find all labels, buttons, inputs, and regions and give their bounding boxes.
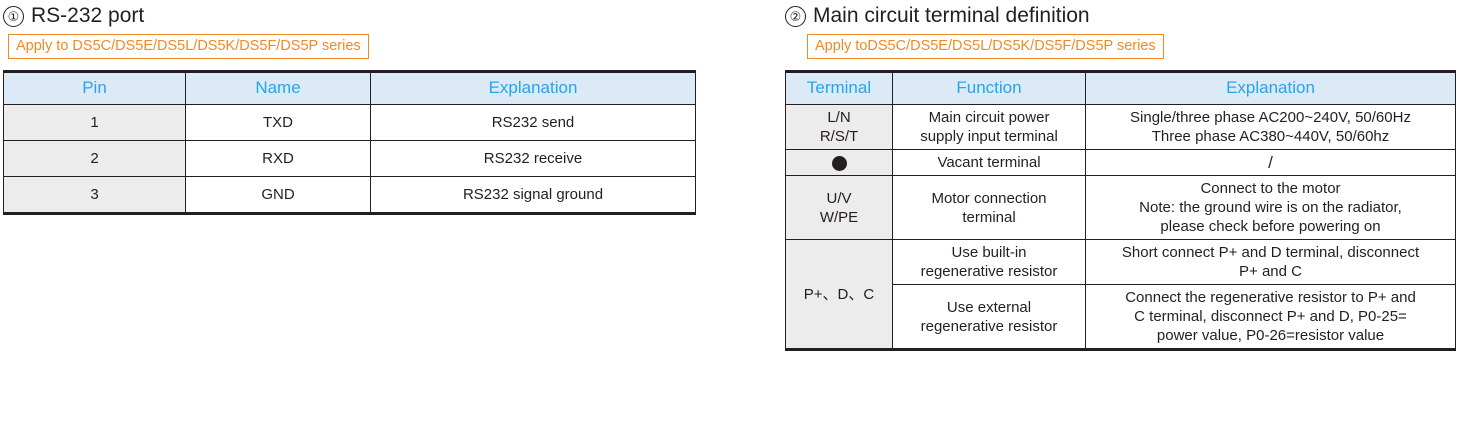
table-row: L/N R/S/T Main circuit power supply inpu… xyxy=(785,104,1456,150)
cell-explanation: RS232 send xyxy=(370,104,696,141)
apply-badge-main-circuit: Apply toDS5C/DS5E/DS5L/DS5K/DS5F/DS5P se… xyxy=(807,34,1164,59)
cell-explanation: Connect to the motor Note: the ground wi… xyxy=(1085,175,1456,240)
cell-name: TXD xyxy=(185,104,371,141)
terminal-line-1: U/V xyxy=(826,189,852,207)
section-rs232-port: ① RS-232 port Apply to DS5C/DS5E/DS5L/DS… xyxy=(3,0,743,215)
table-row: 3 GND RS232 signal ground xyxy=(3,176,696,214)
filled-circle-icon xyxy=(831,155,847,171)
section-main-circuit-terminal: ② Main circuit terminal definition Apply… xyxy=(785,0,1475,351)
explanation-line-2: Three phase AC380~440V, 50/60hz xyxy=(1151,128,1390,145)
cell-explanation: Connect the regenerative resistor to P+ … xyxy=(1085,284,1456,350)
terminal-line-2: W/PE xyxy=(819,208,859,226)
rs232-pinout-table: Pin Name Explanation 1 TXD RS232 send 2 … xyxy=(3,70,696,215)
function-line-2: regenerative resistor xyxy=(920,263,1058,280)
table-row: Vacant terminal / xyxy=(785,149,1456,176)
function-line-2: terminal xyxy=(962,208,1016,226)
explanation-line-2: P+ and C xyxy=(1239,263,1302,280)
column-header-name: Name xyxy=(185,71,371,105)
cell-name: GND xyxy=(185,176,371,214)
table-header-row: Pin Name Explanation xyxy=(3,71,696,105)
explanation-line-1: Short connect P+ and D terminal, disconn… xyxy=(1121,244,1420,261)
column-header-terminal: Terminal xyxy=(785,71,893,105)
cell-function: Use built-in regenerative resistor xyxy=(892,239,1086,285)
cell-function: Vacant terminal xyxy=(892,149,1086,176)
terminal-line-2: R/S/T xyxy=(819,128,859,145)
function-line-1: Use external xyxy=(946,298,1032,316)
explanation-line-1: Connect the regenerative resistor to P+ … xyxy=(1125,289,1416,306)
page-title: Main circuit terminal definition xyxy=(813,4,1090,27)
section-heading-main-circuit: ② Main circuit terminal definition xyxy=(785,3,1475,29)
cell-terminal: L/N R/S/T xyxy=(785,104,893,150)
cell-explanation: RS232 signal ground xyxy=(370,176,696,214)
table-row: 1 TXD RS232 send xyxy=(3,104,696,141)
section-heading-rs232: ① RS-232 port xyxy=(3,3,743,29)
page-title: RS-232 port xyxy=(31,4,145,27)
table-row: U/V W/PE Motor connection terminal Conne… xyxy=(785,175,1456,240)
cell-pin: 2 xyxy=(3,140,186,177)
cell-pin: 1 xyxy=(3,104,186,141)
cell-explanation: Single/three phase AC200~240V, 50/60Hz T… xyxy=(1085,104,1456,150)
table-row: 2 RXD RS232 receive xyxy=(3,140,696,177)
explanation-line-2: C terminal, disconnect P+ and D, P0-25= xyxy=(1134,308,1407,325)
function-line-1: Main circuit power xyxy=(928,109,1050,126)
function-line-1: Use built-in xyxy=(951,244,1027,261)
column-header-function: Function xyxy=(892,71,1086,105)
cell-explanation: RS232 receive xyxy=(370,140,696,177)
explanation-line-1: Single/three phase AC200~240V, 50/60Hz xyxy=(1130,109,1411,126)
cell-function: Main circuit power supply input terminal xyxy=(892,104,1086,150)
table-row: Use external regenerative resistor Conne… xyxy=(786,284,1456,350)
section-number-icon: ② xyxy=(785,6,806,27)
cell-terminal xyxy=(785,149,893,176)
explanation-line-2: Note: the ground wire is on the radiator… xyxy=(1139,199,1402,216)
table-row: P+、D、C Use built-in regenerative resisto… xyxy=(785,239,1456,350)
explanation-line-1: Connect to the motor xyxy=(1200,180,1341,197)
explanation-line-3: please check before powering on xyxy=(1160,218,1381,235)
section-number-icon: ① xyxy=(3,6,24,27)
explanation-line-3: power value, P0-26=resistor value xyxy=(1156,327,1385,344)
function-line-2: supply input terminal xyxy=(920,128,1058,145)
main-circuit-terminal-table: Terminal Function Explanation L/N R/S/T … xyxy=(785,70,1456,351)
cell-function: Use external regenerative resistor xyxy=(892,284,1086,350)
column-header-explanation: Explanation xyxy=(1085,71,1456,105)
cell-explanation: / xyxy=(1085,149,1456,176)
apply-badge-rs232: Apply to DS5C/DS5E/DS5L/DS5K/DS5F/DS5P s… xyxy=(8,34,369,59)
cell-explanation: Short connect P+ and D terminal, disconn… xyxy=(1085,239,1456,285)
function-line-1: Motor connection xyxy=(931,189,1047,207)
column-header-explanation: Explanation xyxy=(370,71,696,105)
cell-name: RXD xyxy=(185,140,371,177)
function-line-2: regenerative resistor xyxy=(920,317,1058,335)
cell-pin: 3 xyxy=(3,176,186,214)
cell-function: Motor connection terminal xyxy=(892,175,1086,240)
cell-terminal: P+、D、C xyxy=(785,239,893,350)
cell-terminal: U/V W/PE xyxy=(785,175,893,240)
column-header-pin: Pin xyxy=(3,71,186,105)
table-header-row: Terminal Function Explanation xyxy=(785,71,1456,105)
terminal-line-1: L/N xyxy=(827,109,851,126)
